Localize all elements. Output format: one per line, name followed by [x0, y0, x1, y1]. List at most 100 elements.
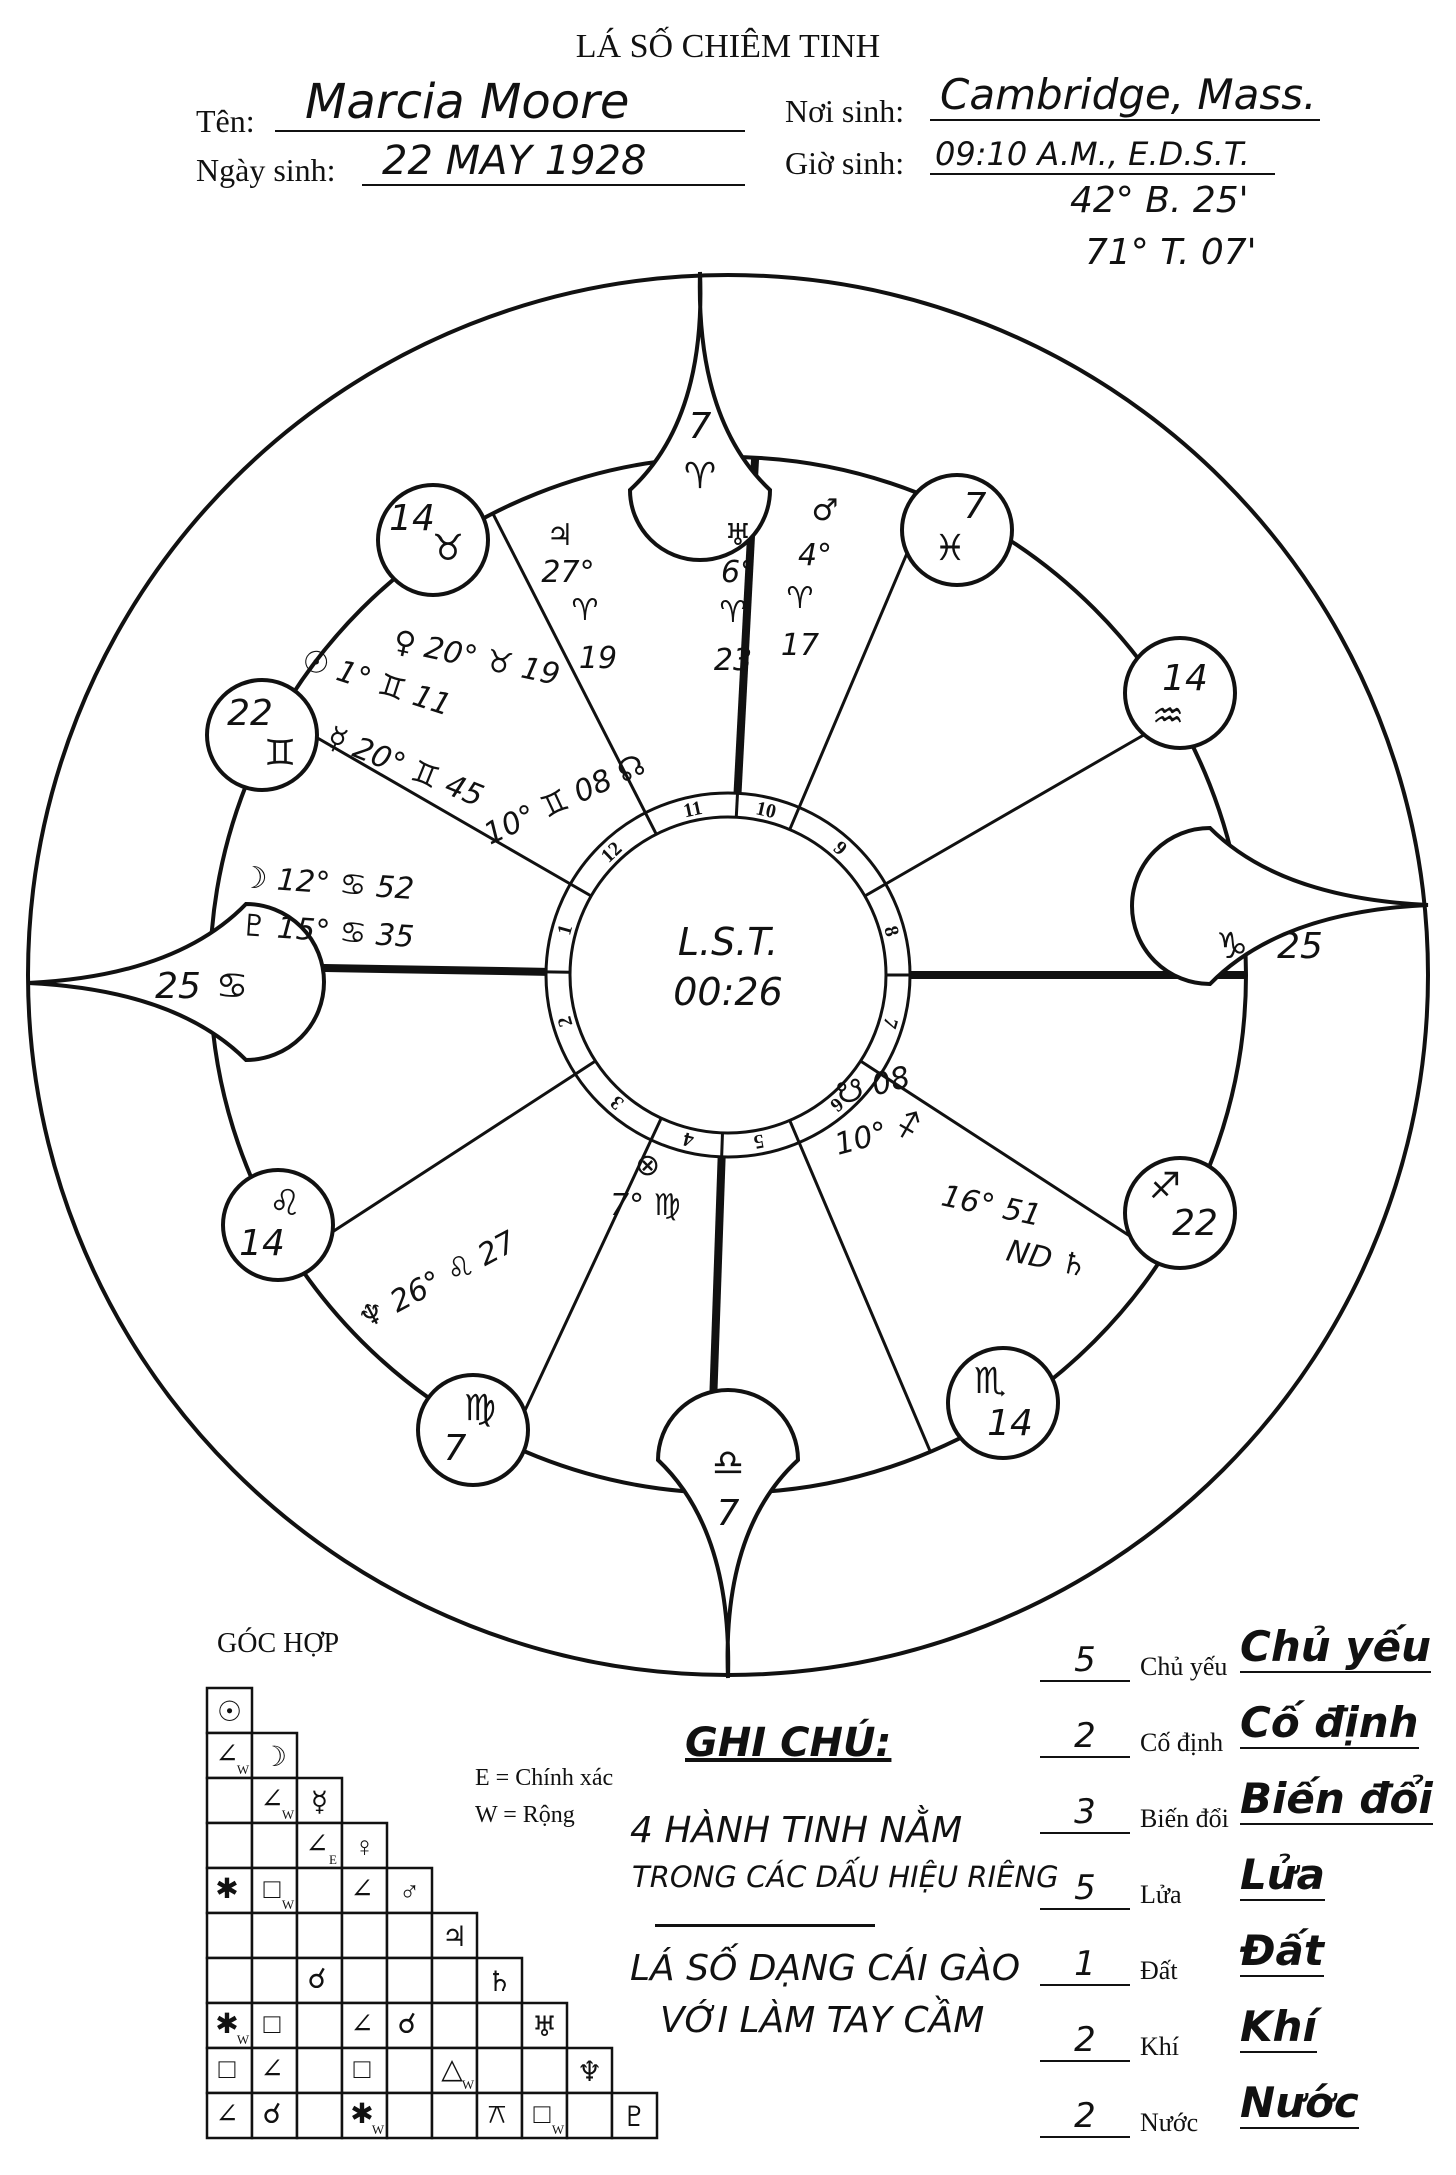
planet-jupiter-degree: 27° [541, 555, 594, 590]
aspect-cell [295, 2046, 344, 2095]
aspect-cell [250, 2091, 299, 2140]
house-ring-tick [788, 1119, 801, 1144]
aspect-glyph: □ [264, 2009, 281, 2040]
cusp-circle-8 [1123, 636, 1237, 750]
name-value: Marcia Moore [275, 74, 745, 132]
aspect-cell [205, 1731, 254, 1780]
part-of-fortune-degree: 7° ♍ [610, 1188, 681, 1223]
cusp-4-sign: ♎ [712, 1443, 744, 1484]
house-spoke [797, 1141, 932, 1453]
aspect-orb-marker: W [237, 1762, 250, 1777]
aspect-cell [295, 1866, 344, 1915]
cusp-7-sign: ♑ [1216, 926, 1248, 967]
aspect-cell [385, 2046, 434, 2095]
aspect-planet-glyph: ♃ [442, 1922, 467, 1953]
planet-jupiter-sign: ♈ [572, 593, 599, 628]
quality-handwritten: Chủ yếu [1240, 1622, 1432, 1673]
aspect-cell [205, 1956, 254, 2005]
aspect-planet-glyph: ♄ [487, 1967, 512, 1998]
house-number: 12 [597, 838, 627, 868]
aspect-glyph: □ [219, 2054, 236, 2085]
cusp-10-sign: ♈ [684, 456, 716, 497]
cusp-12-degree: 22 [227, 693, 273, 734]
cusp-8-sign: ♒ [1152, 696, 1184, 737]
aspect-cell [385, 1911, 434, 1960]
aspects-grid: ☉☽☿♀♂♃♄♅♆♇∠W∠W∠E✱□W∠☌✱W□∠☌□∠□△W∠☌✱W⚻□W [205, 1686, 659, 2140]
cusp-12-sign: ♊ [264, 733, 296, 774]
center-time: 00:26 [673, 970, 783, 1014]
planet-saturn-label: ND ♄ [1003, 1234, 1090, 1285]
aspect-cell [520, 2001, 569, 2050]
aspect-orb-marker: W [282, 1807, 295, 1822]
aspect-cell [340, 1821, 389, 1870]
quality-count: 5 [1040, 1640, 1130, 1682]
cusp-1-degree: 25 [155, 966, 201, 1007]
house-number: 10 [754, 797, 778, 823]
cusp-10-degree: 7 [689, 406, 712, 447]
planet-uranus-degree: 6° [721, 555, 755, 590]
legend-wide: W = Rộng [475, 1802, 575, 1828]
cusp-1-sign: ♋ [216, 966, 248, 1007]
quality-count: 2 [1040, 1716, 1130, 1758]
quality-handwritten: Nước [1240, 2078, 1359, 2129]
aspect-cell [610, 2091, 659, 2140]
aspect-cell [250, 1821, 299, 1870]
mc-pointer [627, 271, 773, 562]
aspect-glyph: □ [354, 2054, 371, 2085]
cusp-9-sign: ♓ [934, 528, 966, 569]
cusp-circle-2 [221, 1168, 335, 1282]
aspect-cell [475, 2046, 524, 2095]
aspect-planet-glyph: ♀ [354, 1832, 375, 1863]
aspect-cell [520, 2046, 569, 2095]
aspect-planet-glyph: ♇ [622, 2102, 647, 2133]
cusp-circle-5 [946, 1346, 1060, 1460]
quality-label: Nước [1140, 2108, 1199, 2137]
legend-exact: E = Chính xác [475, 1765, 614, 1791]
page-title: LÁ SỐ CHIÊM TINH [575, 28, 881, 65]
quality-label: Chủ yếu [1140, 1652, 1228, 1681]
center-label: L.S.T. [678, 920, 778, 964]
cusp-circle-3 [416, 1373, 530, 1487]
aspect-cell [340, 1911, 389, 1960]
quality-count: 3 [1040, 1792, 1130, 1834]
quality-handwritten: Biến đổi [1240, 1774, 1433, 1825]
birthtime-label: Giờ sinh: [785, 145, 905, 181]
aspect-planet-glyph: ☽ [262, 1742, 287, 1773]
quality-handwritten: Lửa [1240, 1850, 1326, 1901]
aspect-planet-glyph: ☿ [311, 1787, 328, 1818]
aspect-glyph: ✱ [350, 2099, 373, 2130]
aspect-glyph: □ [534, 2099, 551, 2130]
cusp-3-sign: ♍ [464, 1388, 496, 1429]
planet-mercury: ☿ 20° ♊ 45 [322, 720, 488, 814]
cusp-circle-9 [900, 473, 1014, 587]
latitude: 42° B. 25' [1070, 180, 1249, 221]
house-spoke [491, 512, 647, 814]
aspect-cell [475, 2001, 524, 2050]
quality-count: 1 [1040, 1944, 1130, 1986]
aspect-cell [295, 1911, 344, 1960]
note-line-2: TRONG CÁC DẤU HIỆU RIÊNG [632, 1860, 1059, 1894]
aspect-cell [520, 2091, 569, 2140]
asc-pointer [27, 901, 326, 1063]
planet-jupiter-symbol: ♃ [547, 518, 574, 553]
aspect-glyph: □ [264, 1874, 281, 1905]
aspect-glyph: ∠ [260, 1784, 283, 1815]
aspect-cell [430, 1956, 479, 2005]
planet-neptune: ♆ 26° ♌ 27 [352, 1225, 522, 1337]
aspect-cell [205, 1686, 254, 1735]
birthplace-value: Cambridge, Mass. [930, 70, 1320, 121]
quality-label: Đất [1140, 1956, 1178, 1985]
aspect-glyph: ∠ [260, 2054, 283, 2085]
cusp-5-sign: ♏ [974, 1361, 1006, 1402]
planet-moon: ☽ 12° ♋ 52 [239, 860, 415, 907]
aspect-glyph: ✱ [215, 1874, 238, 1905]
aspect-cell [565, 2091, 614, 2140]
aspects-title: GÓC HỢP [217, 1628, 340, 1659]
cusp-7-degree: 25 [1277, 926, 1323, 967]
note-line-1: 4 HÀNH TINH NẰM [630, 1810, 963, 1851]
birthplace-label: Nơi sinh: [785, 93, 905, 129]
planet-jupiter-minutes: 19 [579, 641, 617, 676]
aspect-planet-glyph: ♆ [577, 2057, 602, 2088]
planet-uranus-minutes: 23 [714, 643, 752, 678]
aspect-cell [295, 2091, 344, 2140]
